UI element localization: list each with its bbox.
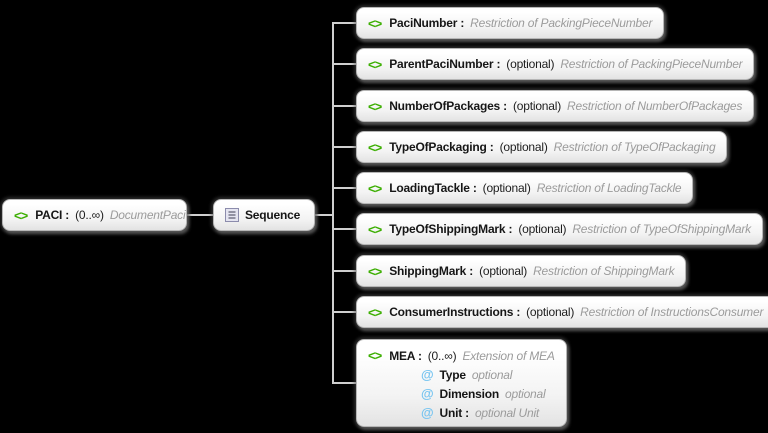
- element-node-pacinumber[interactable]: <> PaciNumber : Restriction of PackingPi…: [356, 7, 665, 39]
- attribute-icon: @: [421, 367, 434, 382]
- connector-branch-7: [332, 270, 356, 272]
- element-icon: <>: [368, 180, 382, 196]
- element-icon: <>: [368, 221, 382, 237]
- connector-branch-5: [332, 187, 356, 189]
- element-node-paci[interactable]: <> PACI : (0..∞) DocumentPaci: [2, 199, 187, 231]
- element-annotation: Restriction of TypeOfPackaging: [553, 140, 716, 154]
- connector-sequence-to-trunk: [314, 214, 333, 216]
- element-cardinality: (optional): [512, 99, 561, 113]
- element-annotation: Restriction of ShippingMark: [533, 264, 675, 278]
- sequence-node[interactable]: Sequence: [213, 199, 315, 231]
- element-node-numberofpackages[interactable]: <> NumberOfPackages : (optional) Restric…: [356, 90, 755, 122]
- connector-root-to-sequence: [187, 214, 214, 216]
- element-node-loadingtackle[interactable]: <> LoadingTackle : (optional) Restrictio…: [356, 172, 694, 204]
- element-icon: <>: [368, 304, 382, 320]
- connector-branch-4: [332, 146, 356, 148]
- attribute-row-dimension[interactable]: @ Dimension optional: [421, 386, 546, 401]
- sequence-icon: [225, 208, 239, 222]
- element-annotation: Restriction of LoadingTackle: [536, 181, 682, 195]
- connector-branch-3: [332, 105, 356, 107]
- element-cardinality: (optional): [479, 264, 528, 278]
- element-annotation: Restriction of TypeOfShippingMark: [572, 222, 751, 236]
- element-annotation: Restriction of PackingPieceNumber: [470, 16, 653, 30]
- attribute-name: Dimension: [439, 386, 500, 401]
- connector-branch-8: [332, 311, 356, 313]
- element-cardinality: (optional): [518, 222, 567, 236]
- element-node-consumerinstructions[interactable]: <> ConsumerInstructions : (optional) Res…: [356, 296, 768, 328]
- connector-branch-6: [332, 228, 356, 230]
- attribute-annotation: optional Unit: [474, 405, 540, 420]
- element-name: ShippingMark :: [389, 264, 474, 278]
- attribute-icon: @: [421, 405, 434, 420]
- element-node-shippingmark[interactable]: <> ShippingMark : (optional) Restriction…: [356, 255, 687, 287]
- element-node-mea[interactable]: <> MEA : (0..∞) Extension of MEA @ Type …: [356, 339, 567, 427]
- element-name: ParentPaciNumber :: [389, 57, 501, 71]
- element-node-typeofshippingmark[interactable]: <> TypeOfShippingMark : (optional) Restr…: [356, 213, 763, 245]
- element-annotation: Restriction of PackingPieceNumber: [560, 57, 743, 71]
- element-icon: <>: [14, 207, 28, 223]
- attribute-annotation: optional: [471, 367, 513, 382]
- element-node-parentpacinumber[interactable]: <> ParentPaciNumber : (optional) Restric…: [356, 48, 755, 80]
- element-icon: <>: [368, 263, 382, 279]
- connector-trunk: [332, 22, 334, 384]
- element-icon: <>: [368, 56, 382, 72]
- element-name: TypeOfPackaging :: [389, 140, 494, 154]
- attribute-row-unit[interactable]: @ Unit : optional Unit: [421, 405, 539, 420]
- element-name: ConsumerInstructions :: [389, 305, 521, 319]
- element-name: TypeOfShippingMark :: [389, 222, 513, 236]
- connector-branch-9: [332, 382, 356, 384]
- element-icon: <>: [368, 348, 382, 363]
- element-name: MEA :: [389, 348, 422, 363]
- attribute-name: Unit :: [439, 405, 469, 420]
- element-annotation: Restriction of InstructionsConsumer: [580, 305, 764, 319]
- connector-branch-1: [332, 22, 356, 24]
- element-annotation: Extension of MEA: [462, 348, 555, 363]
- element-name: NumberOfPackages :: [389, 99, 507, 113]
- element-name: PaciNumber :: [389, 16, 465, 30]
- element-cardinality: (0..∞): [75, 208, 104, 222]
- element-cardinality: (optional): [499, 140, 548, 154]
- sequence-label: Sequence: [245, 208, 301, 222]
- element-node-typeofpackaging[interactable]: <> TypeOfPackaging : (optional) Restrict…: [356, 131, 728, 163]
- element-icon: <>: [368, 139, 382, 155]
- element-name: PACI :: [35, 208, 70, 222]
- element-icon: <>: [368, 15, 382, 31]
- element-icon: <>: [368, 98, 382, 114]
- connector-branch-2: [332, 63, 356, 65]
- element-cardinality: (0..∞): [427, 348, 457, 363]
- element-cardinality: (optional): [506, 57, 555, 71]
- element-cardinality: (optional): [526, 305, 575, 319]
- mea-header: <> MEA : (0..∞) Extension of MEA: [368, 348, 555, 363]
- attribute-row-type[interactable]: @ Type optional: [421, 367, 512, 382]
- attribute-name: Type: [439, 367, 466, 382]
- element-cardinality: (optional): [482, 181, 531, 195]
- attribute-annotation: optional: [505, 386, 546, 401]
- element-annotation: Restriction of NumberOfPackages: [567, 99, 743, 113]
- attribute-icon: @: [421, 386, 434, 401]
- element-name: LoadingTackle :: [389, 181, 477, 195]
- element-annotation: DocumentPaci: [109, 208, 186, 222]
